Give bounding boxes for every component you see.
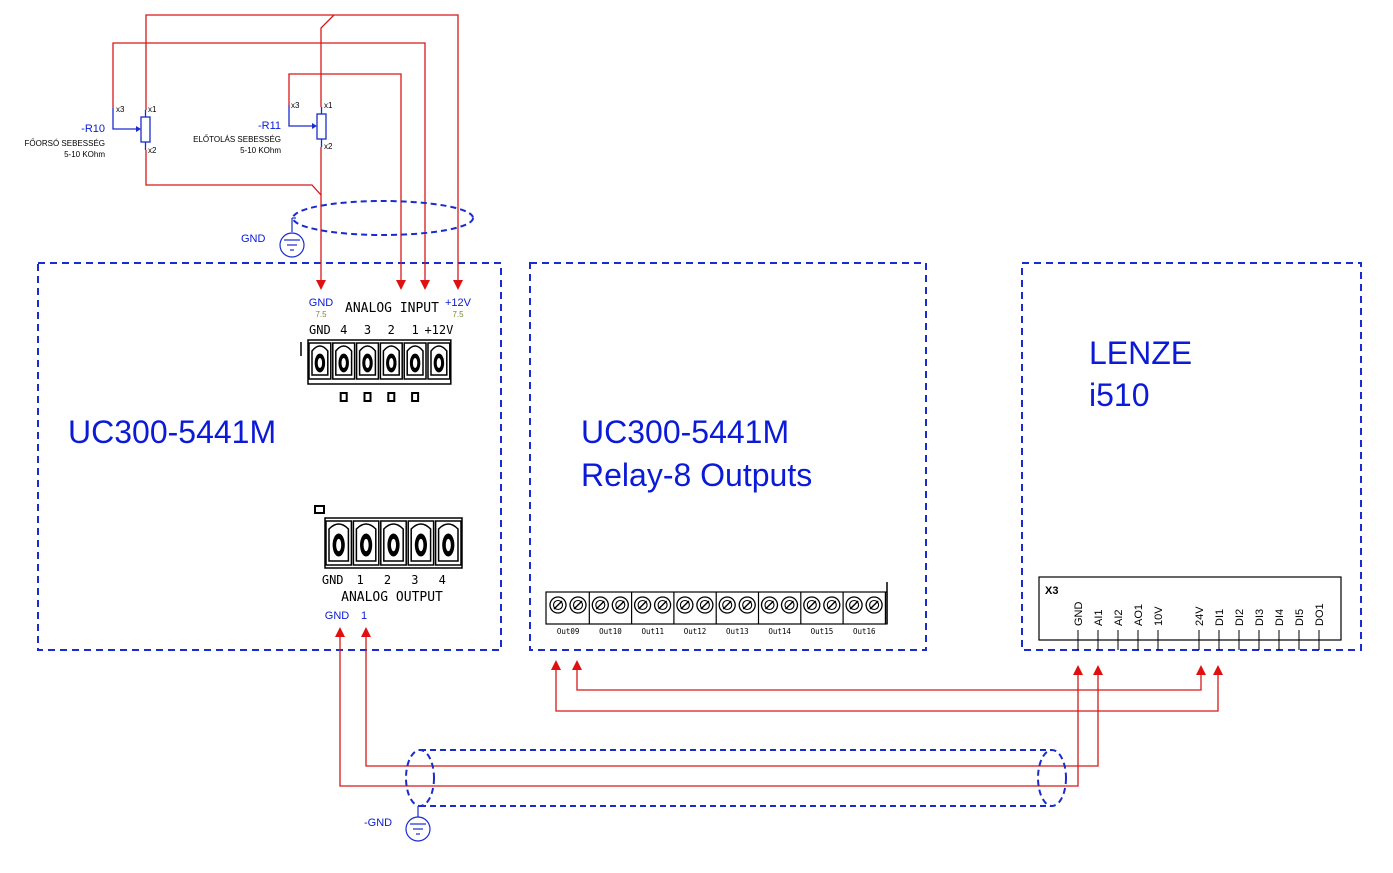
relay-output-label: Out10: [599, 627, 622, 636]
relay-output-terminal: [803, 592, 844, 624]
bottom-gnd-label: -GND: [364, 817, 392, 829]
ao-pin-label: 2: [384, 573, 391, 587]
r10-value: 5-10 KOhm: [64, 150, 105, 159]
svg-text:x1: x1: [148, 105, 157, 114]
ai-pin-label: 3: [364, 323, 371, 337]
analog-input-connector: GND 7.5 +12V 7.5 ANALOG INPUT GND 4 3 2 1 +12…: [300, 297, 472, 402]
relay-output-strip: Out09 Out10 Out11 Out12 Out13 Out14 Out15 Out16: [545, 582, 888, 636]
analog-output-connector: GND 1 2 3 4 ANALOG OUTPUT GND 1: [314, 505, 463, 622]
ao-pin-label: 1: [356, 573, 363, 587]
lenze-pin-label: 10V: [1153, 606, 1165, 626]
ao-screw-terminal: [380, 520, 407, 566]
relay-output-terminal: [718, 592, 760, 624]
relay-output-terminal: [845, 592, 887, 624]
ai-wire-gnd-label: GND: [309, 297, 334, 309]
ai-pin-label: +12V: [424, 323, 453, 337]
svg-text:x1: x1: [324, 101, 333, 110]
lenze-module-frame: [1021, 262, 1362, 651]
potentiometer-r11: x3 x1 x2 -R11 ELŐTOLÁS SEBESSÉG 5-10 KOh…: [193, 101, 333, 155]
top-cable-shield: [292, 200, 474, 236]
ao-wire-gnd-label: GND: [325, 610, 350, 622]
r11-desc: ELŐTOLÁS SEBESSÉG: [193, 135, 281, 144]
main-module-title: UC300-5441M: [68, 414, 276, 450]
r10-tag: -R10: [81, 123, 105, 135]
ai-test-pad: [339, 392, 348, 402]
ai-pin-label: 2: [388, 323, 395, 337]
r11-value: 5-10 KOhm: [240, 146, 281, 155]
ai-pin-label: GND: [309, 323, 331, 337]
svg-text:x2: x2: [324, 142, 333, 151]
top-ground-symbol: [279, 217, 305, 258]
ai-screw-terminal: [308, 342, 332, 380]
ai-screw-terminal: [427, 342, 451, 380]
svg-text:x3: x3: [291, 101, 300, 110]
relay-module-title-1: UC300-5441M: [581, 414, 789, 450]
relay-output-label: Out16: [853, 627, 876, 636]
svg-text:7.5: 7.5: [452, 310, 464, 319]
ai-test-pad: [387, 392, 396, 402]
top-gnd-label: GND: [241, 233, 266, 245]
ai-test-pad: [363, 392, 372, 402]
ao-pin-label: 3: [411, 573, 418, 587]
ai-pin-label: 4: [340, 323, 347, 337]
svg-text:x3: x3: [116, 105, 125, 114]
analog-input-title: ANALOG INPUT: [345, 301, 439, 316]
relay-output-label: Out11: [641, 627, 664, 636]
lenze-pin-label: AO1: [1133, 604, 1145, 626]
lenze-pin-label: GND: [1073, 602, 1085, 627]
relay-output-terminal: [760, 592, 802, 624]
r11-tag: -R11: [258, 120, 281, 132]
input-wiring: [112, 14, 463, 290]
ai-pin-label: 1: [411, 323, 418, 337]
lenze-pin-label: DI2: [1234, 609, 1246, 626]
output-wiring: [335, 627, 1223, 787]
lenze-pin-label: DI1: [1214, 609, 1226, 626]
ai-screw-terminal: [355, 342, 380, 380]
relay-output-terminal: [676, 592, 717, 624]
lenze-pin-label: AI2: [1113, 609, 1125, 626]
relay-output-terminal: [591, 592, 633, 624]
relay-output-label: Out09: [557, 627, 580, 636]
main-module-frame: [37, 262, 502, 651]
ao-screw-terminal: [325, 520, 353, 566]
lenze-pin-label: 24V: [1194, 606, 1206, 626]
analog-output-title: ANALOG OUTPUT: [341, 590, 443, 605]
relay-output-label: Out12: [684, 627, 707, 636]
relay-output-label: Out13: [726, 627, 749, 636]
lenze-pin-label: DI3: [1254, 609, 1266, 626]
ao-pin-label: 4: [439, 573, 446, 587]
ai-wire-12v-label: +12V: [445, 297, 472, 309]
bottom-ground-symbol: [405, 806, 431, 842]
ao-screw-terminal: [434, 520, 462, 566]
svg-text:7.5: 7.5: [315, 310, 327, 319]
ao-wire-1-label: 1: [361, 610, 367, 622]
lenze-pin-label: DI5: [1294, 609, 1306, 626]
lenze-module-title-2: i510: [1089, 377, 1150, 413]
relay-module-title-2: Relay-8 Outputs: [581, 457, 812, 493]
ai-screw-terminal: [332, 342, 356, 380]
ai-screw-terminal: [379, 342, 403, 380]
relay-output-terminal: [633, 592, 675, 624]
ai-test-pad: [411, 392, 420, 402]
bottom-cable-shield: [405, 749, 1067, 807]
ao-screw-terminal: [352, 520, 380, 566]
x3-terminal-label: X3: [1045, 585, 1058, 597]
ao-screw-terminal: [407, 520, 435, 566]
ao-pin-label: GND: [322, 573, 344, 587]
r10-desc: FŐORSÓ SEBESSÉG: [25, 139, 105, 148]
lenze-module-title-1: LENZE: [1089, 335, 1192, 371]
ai-screw-terminal: [403, 342, 427, 380]
relay-output-label: Out14: [768, 627, 791, 636]
lenze-pin-label: AI1: [1093, 609, 1105, 626]
relay-module-frame: [529, 262, 927, 651]
lenze-pin-label: DO1: [1314, 603, 1326, 626]
potentiometer-r10: x3 x1 x2 -R10 FŐORSÓ SEBESSÉG 5-10 KOhm: [25, 105, 157, 159]
lenze-pin-label: DI4: [1274, 609, 1286, 626]
svg-text:x2: x2: [148, 146, 157, 155]
relay-output-terminal: [549, 592, 590, 624]
relay-output-label: Out15: [811, 627, 834, 636]
lenze-x3-terminal: X3 GND AI1 AI2 AO1 10V 24V DI1 DI2 DI3 DI4 DI5 DO1: [1038, 576, 1342, 650]
